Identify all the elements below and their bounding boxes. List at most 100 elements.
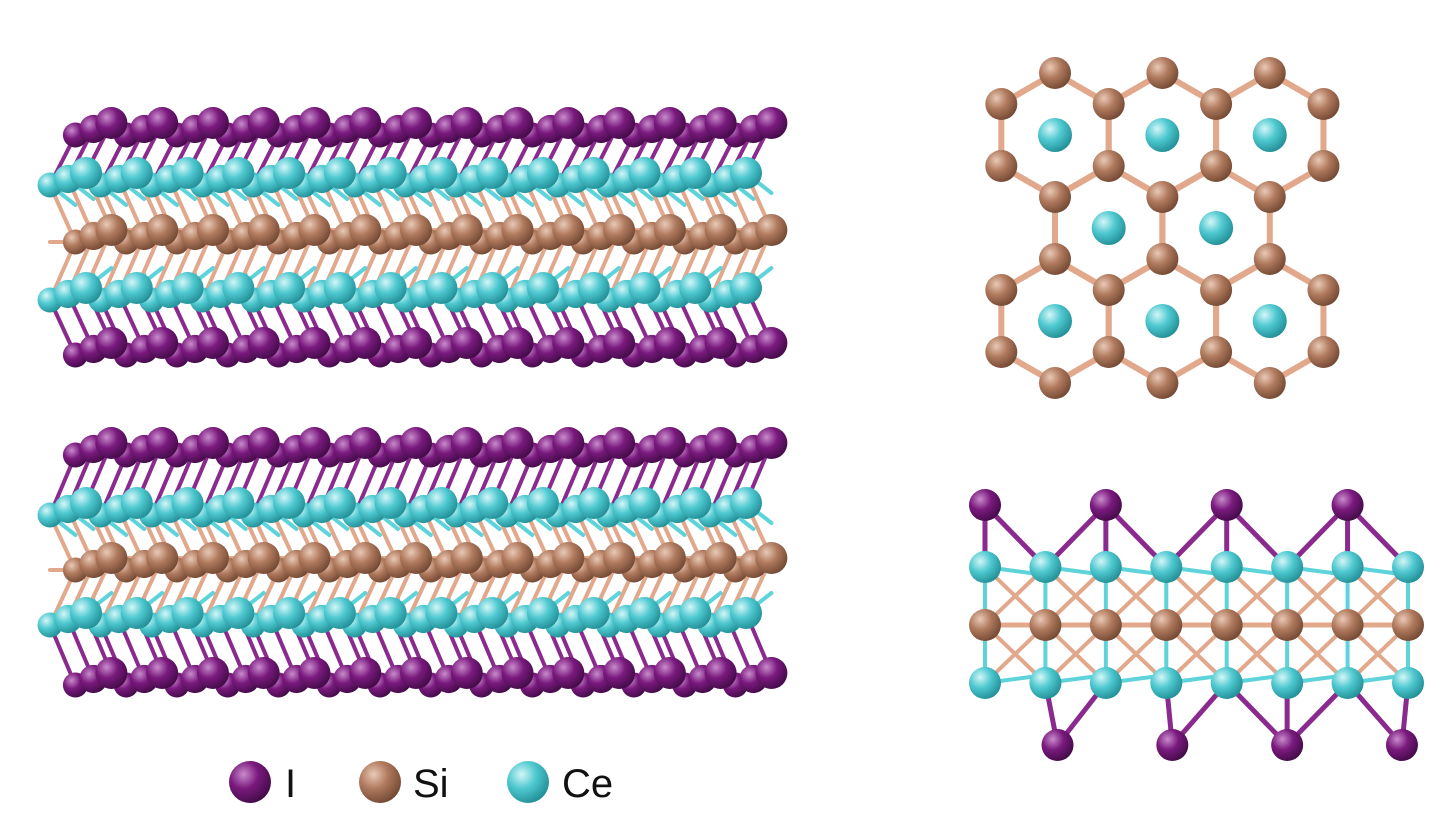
iodine-atom	[400, 107, 432, 139]
cerium-atom	[323, 272, 356, 304]
iodine-atom	[196, 657, 229, 689]
cerium-atom	[425, 487, 458, 519]
iodine-atom	[247, 107, 280, 139]
iodine-atom	[298, 657, 331, 689]
silicon-atom	[400, 542, 432, 574]
silicon-atom	[985, 336, 1018, 368]
cerium-atom	[526, 487, 559, 519]
side-view-monolayer	[969, 489, 1424, 761]
iodine-atom	[146, 327, 179, 359]
iodine-atom	[1041, 729, 1074, 761]
silicon-atom	[1146, 181, 1179, 213]
silicon-atom	[146, 542, 179, 574]
cerium-atom	[1271, 667, 1304, 699]
iodine-atom	[450, 427, 483, 459]
iodine-atom	[247, 327, 280, 359]
iodine-atom	[247, 427, 280, 459]
cerium-atom	[171, 272, 204, 304]
upper-layer	[37, 107, 788, 368]
iodine-atom	[501, 657, 534, 689]
cerium-atom	[526, 157, 559, 189]
cerium-legend-swatch	[507, 761, 549, 803]
cerium-atom	[1029, 667, 1062, 699]
cerium-atom	[1091, 211, 1126, 245]
iodine-atom	[450, 657, 483, 689]
silicon-atom	[1039, 181, 1071, 213]
silicon-atom	[1150, 609, 1183, 641]
iodine-atom	[552, 327, 585, 359]
cerium-atom	[1392, 551, 1424, 583]
iodine-atom	[400, 427, 432, 459]
iodine-atom	[552, 657, 585, 689]
silicon-atom	[552, 214, 585, 246]
silicon-atom	[196, 542, 229, 574]
silicon-atom	[1253, 243, 1286, 275]
silicon-atom	[1146, 367, 1179, 399]
cerium-atom	[577, 157, 610, 189]
silicon-atom	[1200, 336, 1233, 368]
silicon-atom	[1307, 88, 1340, 120]
silicon-atom	[1039, 367, 1071, 399]
lower-layer	[37, 427, 788, 698]
cerium-atom	[1210, 667, 1243, 699]
silicon-atom	[1092, 88, 1125, 120]
iodine-atom	[196, 327, 229, 359]
lower-layer-atoms	[37, 427, 788, 698]
iodine-atom	[196, 107, 229, 139]
cerium-atom	[730, 272, 762, 304]
cerium-atom	[628, 157, 661, 189]
cerium-atom	[120, 597, 153, 629]
cerium-atom	[1038, 118, 1072, 152]
silicon-atom	[985, 150, 1018, 182]
cerium-atom	[374, 272, 407, 304]
iodine-atom	[1331, 489, 1364, 521]
silicon-atom	[349, 542, 382, 574]
cerium-atom	[171, 487, 204, 519]
iodine-atom	[298, 107, 331, 139]
cerium-atom	[1392, 667, 1424, 699]
iodine-atom	[704, 657, 737, 689]
iodine-atom	[704, 107, 737, 139]
iodine-atom	[653, 327, 686, 359]
iodine-atom	[400, 657, 432, 689]
cerium-atom	[70, 157, 102, 189]
silicon-atom	[653, 542, 686, 574]
iodine-legend-label: I	[285, 762, 296, 806]
silicon-atom	[1253, 181, 1286, 213]
iodine-atom	[349, 657, 382, 689]
cerium-atom	[679, 487, 712, 519]
iodine-atom	[501, 107, 534, 139]
cerium-atom	[476, 597, 509, 629]
cerium-atom	[679, 597, 712, 629]
cerium-atom	[1252, 304, 1287, 338]
silicon-atom	[1029, 609, 1062, 641]
silicon-atom	[1092, 274, 1125, 306]
iodine-atom	[653, 107, 686, 139]
iodine-atom	[704, 327, 737, 359]
iodine-atom	[653, 427, 686, 459]
iodine-atom	[501, 427, 534, 459]
iodine-atom	[755, 657, 788, 689]
silicon-atom	[146, 214, 179, 246]
silicon-atom	[1331, 609, 1364, 641]
cerium-atom	[628, 487, 661, 519]
iodine-atom	[552, 427, 585, 459]
cerium-atom	[526, 597, 559, 629]
iodine-atom	[95, 107, 128, 139]
silicon-atom	[969, 609, 1001, 641]
cerium-atom	[969, 667, 1001, 699]
cerium-atom	[577, 597, 610, 629]
silicon-atom	[704, 542, 737, 574]
cerium-atom	[1089, 667, 1122, 699]
iodine-atom	[755, 107, 788, 139]
silicon-atom	[1200, 88, 1233, 120]
cerium-atom	[1089, 551, 1122, 583]
honeycomb-atoms	[985, 57, 1340, 399]
silicon-atom	[247, 542, 280, 574]
cerium-atom	[425, 272, 458, 304]
cerium-atom	[1252, 118, 1287, 152]
iodine-atom	[95, 327, 128, 359]
cerium-atom	[273, 487, 306, 519]
silicon-atom	[1146, 57, 1179, 89]
cerium-atom	[679, 272, 712, 304]
